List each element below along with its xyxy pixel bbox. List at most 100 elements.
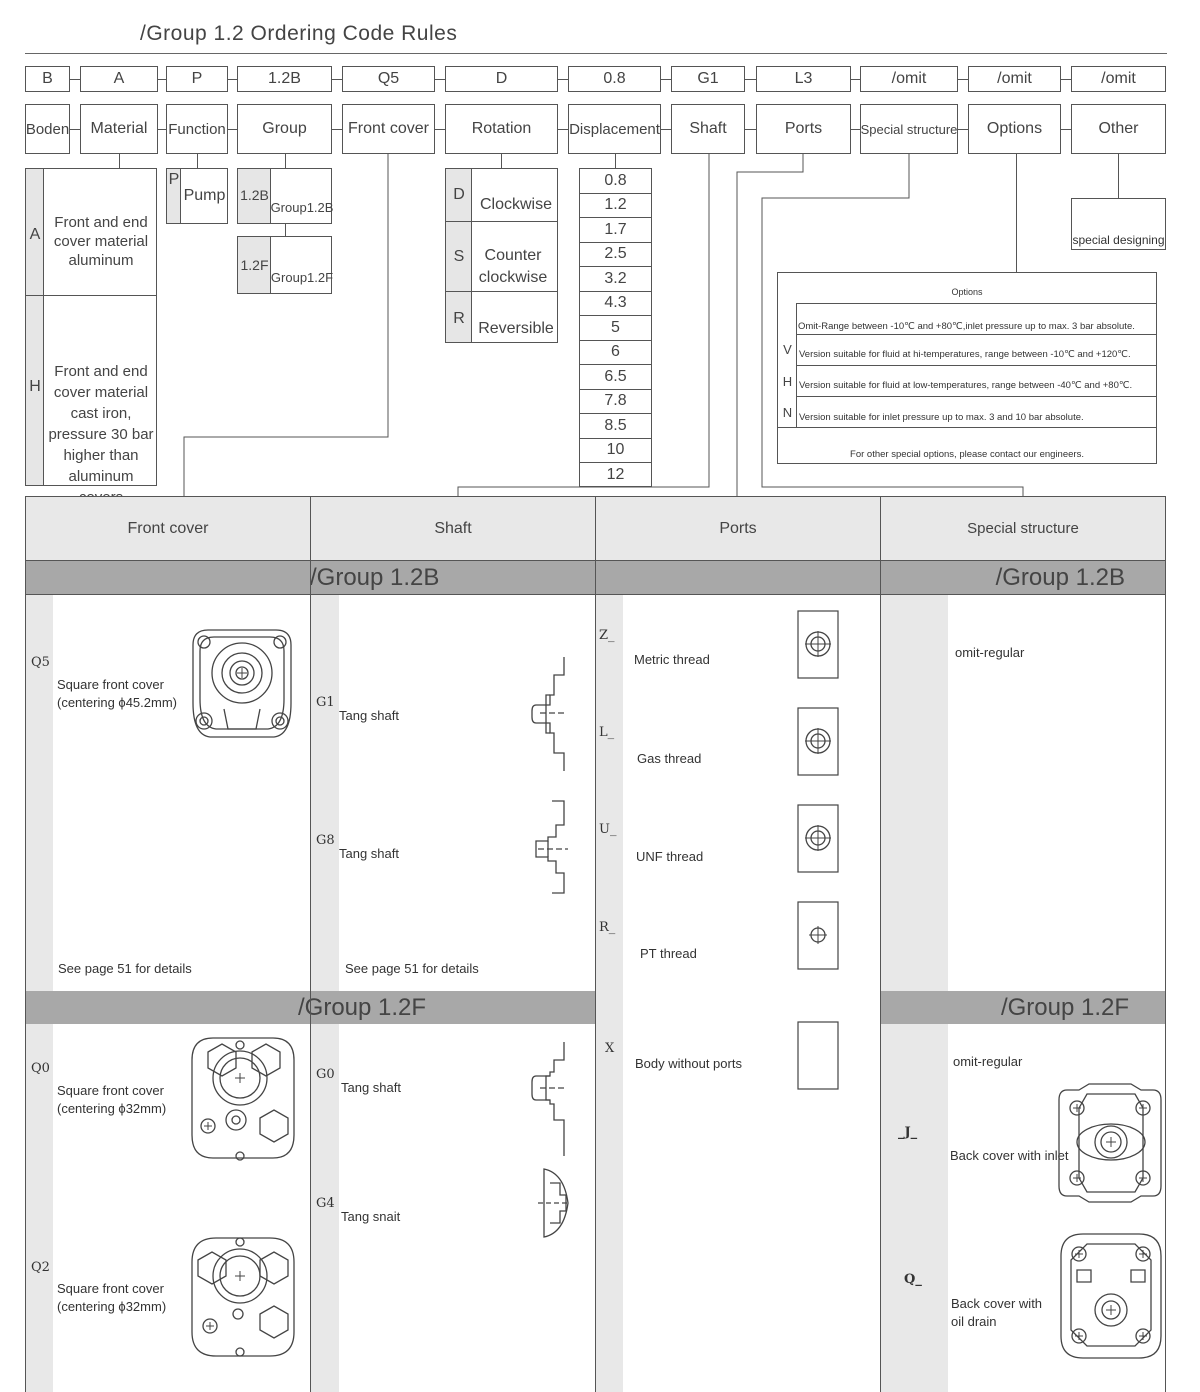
- port-gas-drawing: [797, 707, 839, 776]
- code-rotation: D: [445, 66, 558, 92]
- displacement-cell: 7.8: [580, 390, 651, 414]
- label-special-structure: Special structure: [860, 104, 958, 154]
- detail-table: [25, 496, 1166, 1392]
- code-material: A: [80, 66, 158, 92]
- column-header-front-cover: Front cover: [26, 497, 310, 560]
- options-row-text: Version suitable for fluid at low-temper…: [799, 380, 1133, 391]
- front-cover-code: Q5: [31, 655, 50, 670]
- material-table: A Front and end cover material aluminum …: [25, 168, 157, 506]
- options-title: Options: [951, 287, 983, 297]
- shaft-text: Tang snait: [341, 1209, 401, 1224]
- special-code: _J_: [898, 1125, 918, 1140]
- shaft-code: G4: [316, 1196, 335, 1211]
- rotation-code-r: R: [453, 310, 465, 327]
- port-text: Metric thread: [634, 652, 710, 667]
- label-function: Function: [166, 104, 228, 154]
- front-cover-q2-drawing: [191, 1237, 295, 1357]
- displacement-cell: 6: [580, 341, 651, 365]
- front-cover-note: See page 51 for details: [58, 961, 192, 976]
- options-row-code: N: [782, 404, 793, 420]
- group-box-b: 1.2B Group1.2B: [237, 168, 334, 224]
- group-header-b-special: /Group 1.2B: [881, 561, 1165, 594]
- shaft-text: Tang shaft: [341, 1080, 401, 1095]
- options-row-text: Omit-Range between -10℃ and +80℃,inlet p…: [798, 321, 1135, 332]
- options-row-code: H: [782, 373, 793, 389]
- port-code: X: [605, 1041, 615, 1056]
- group-code-b: 1.2B: [240, 187, 269, 203]
- label-displacement: Displacement: [568, 104, 661, 154]
- rotation-code-s: S: [453, 248, 465, 265]
- displacement-cell: 2.5: [580, 243, 651, 267]
- displacement-cell: 0.8: [580, 169, 651, 194]
- page-title: /Group 1.2 Ordering Code Rules: [140, 22, 458, 45]
- material-text-a: Front and end cover material aluminum: [53, 214, 149, 269]
- shaft-g1-drawing: [531, 657, 566, 771]
- port-code: R_: [599, 920, 616, 935]
- label-group: Group: [237, 104, 332, 154]
- front-cover-q0-drawing: [191, 1037, 295, 1161]
- code-ports: L3: [756, 66, 851, 92]
- column-header-special-structure: Special structure: [881, 497, 1165, 560]
- displacement-cell: 8.5: [580, 414, 651, 439]
- displacement-cell: 3.2: [580, 267, 651, 292]
- port-code: U_: [599, 822, 617, 837]
- label-material: Material: [80, 104, 158, 154]
- port-text: UNF thread: [636, 849, 704, 864]
- shaft-g8-drawing: [535, 800, 568, 894]
- code-shaft: G1: [671, 66, 745, 92]
- material-text-h: Front and end cover material cast iron, …: [48, 363, 154, 506]
- label-other: Other: [1071, 104, 1166, 154]
- rotation-code-d: D: [453, 186, 465, 203]
- front-cover-code: Q0: [31, 1061, 50, 1076]
- rotation-text-s: Counter clockwise: [478, 247, 548, 286]
- rotation-table: D Clockwise S Counter clockwise R Revers…: [445, 168, 558, 343]
- code-function: P: [166, 66, 228, 92]
- displacement-cell: 6.5: [580, 365, 651, 390]
- shaft-g0-drawing: [531, 1042, 566, 1156]
- shaft-code: G0: [316, 1067, 335, 1082]
- label-boden: Boden: [25, 104, 70, 154]
- label-ports: Ports: [756, 104, 851, 154]
- displacement-cell: 4.3: [580, 292, 651, 316]
- options-row-code: V: [783, 341, 792, 357]
- material-code-h: H: [29, 378, 41, 395]
- displacement-cell: 5: [580, 316, 651, 341]
- port-none-drawing: [797, 1021, 839, 1090]
- port-metric-drawing: [797, 610, 839, 679]
- port-unf-drawing: [797, 804, 839, 873]
- code-front-cover: Q5: [342, 66, 435, 92]
- label-front-cover: Front cover: [342, 104, 435, 154]
- displacement-cell: 12: [606, 466, 625, 484]
- port-text: PT thread: [640, 946, 697, 961]
- shaft-note: See page 51 for details: [345, 961, 479, 976]
- group-text-b: Group1.2B: [270, 199, 334, 215]
- shaft-g4-drawing: [538, 1168, 570, 1238]
- front-cover-text: Square front cover (centering ϕ32mm): [57, 1083, 167, 1116]
- rotation-text-r: Reversible: [478, 320, 554, 337]
- back-cover-inlet-drawing: [1058, 1083, 1162, 1203]
- group-header-f-special: /Group 1.2F: [881, 991, 1165, 1024]
- label-shaft: Shaft: [671, 104, 745, 154]
- code-options: /omit: [968, 66, 1061, 92]
- port-code: Z_: [599, 628, 615, 643]
- shaft-text: Tang shaft: [339, 846, 399, 861]
- port-text: Gas thread: [637, 751, 702, 766]
- code-special-structure: /omit: [860, 66, 958, 92]
- back-cover-drain-drawing: [1060, 1233, 1162, 1359]
- code-displacement: 0.8: [568, 66, 661, 92]
- shaft-text: Tang shaft: [339, 708, 399, 723]
- options-row-text: Version suitable for inlet pressure up t…: [799, 412, 1084, 423]
- code-group: 1.2B: [237, 66, 332, 92]
- displacement-cell: 1.7: [580, 218, 651, 243]
- options-table: Options Omit-Range between -10℃ and +80℃…: [777, 272, 1157, 464]
- other-text: special designing: [1072, 233, 1165, 247]
- code-boden: B: [25, 66, 70, 92]
- function-code-p: P: [168, 171, 180, 188]
- displacement-cell: 1.2: [580, 194, 651, 218]
- column-header-ports: Ports: [596, 497, 880, 560]
- displacement-cell: 10: [580, 439, 651, 463]
- column-header-shaft: Shaft: [311, 497, 595, 560]
- port-code: L_: [599, 725, 615, 740]
- group-box-f: 1.2F Group1.2F: [237, 236, 333, 294]
- group-code-f: 1.2F: [240, 257, 269, 273]
